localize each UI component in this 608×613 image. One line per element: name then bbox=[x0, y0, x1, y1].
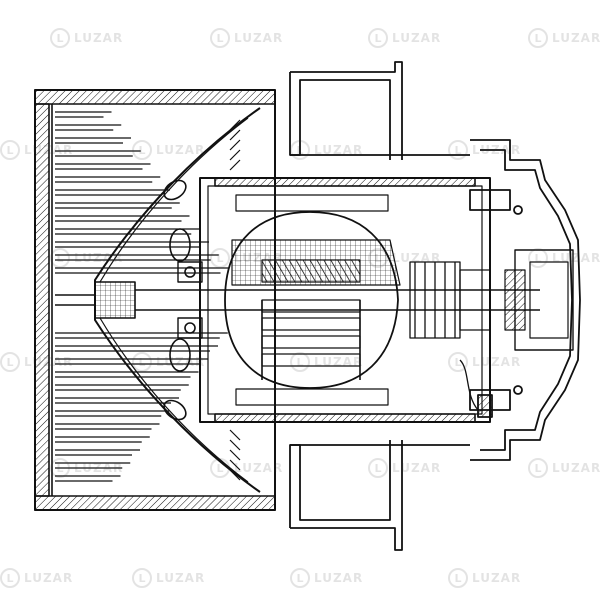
housing-flange bbox=[289, 61, 470, 551]
front-bearing bbox=[177, 261, 203, 339]
motor-shaft bbox=[55, 281, 540, 319]
fan-wheel bbox=[34, 89, 276, 511]
rear-end-cap bbox=[459, 139, 581, 461]
commutator bbox=[409, 261, 491, 339]
armature bbox=[224, 211, 401, 389]
